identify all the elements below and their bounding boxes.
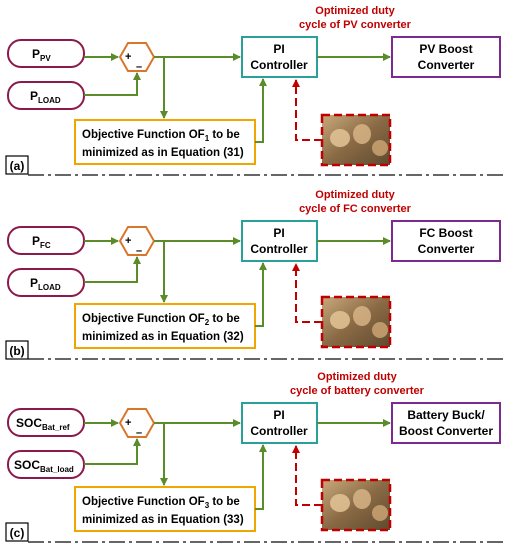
objective-function-box [74,119,256,165]
objective-line-1: Objective Function OF1 to be [82,129,240,143]
photo-animal-1 [330,311,350,329]
photo-animal-3 [372,322,388,338]
objective-line-2: minimized as in Equation (33) [82,514,244,526]
input-2-label: PLOAD [30,89,61,105]
panel-b: PFC PLOAD + – PI Controller FC Boost Con… [5,189,504,360]
panel-a: PPV PLOAD + – PI Controller PV Boost Con… [5,5,504,176]
photo-animal-2 [353,489,371,509]
converter-box [391,220,501,262]
converter-label-2: Boost Converter [399,424,493,438]
objective-line-1: Objective Function OF3 to be [82,496,240,510]
objective-function-box [74,486,256,532]
optimized-label-1: Optimized duty [315,5,395,17]
panel-label-box [5,340,29,360]
sum-minus-sign: – [136,245,142,257]
pi-controller-label-1: PI [273,42,284,56]
panel-label: (b) [9,344,24,358]
arrow-input-2-to-sum [84,72,141,96]
optimized-label-1: Optimized duty [317,371,397,383]
arrow-objective-to-pi [255,78,267,143]
converter-box [391,36,501,78]
converter-box [391,402,501,444]
photo-animal-1 [330,129,350,147]
input-1-label: SOCBat_ref [16,416,70,432]
converter-label-1: Battery Buck/ [407,408,485,422]
panel-label-box [5,522,29,542]
pi-controller-label-2: Controller [250,58,308,72]
panel-c: SOCBat_ref SOCBat_load + – PI Controller… [5,371,504,543]
arrow-optimizer-to-pi [292,79,322,141]
input-1-label: PPV [32,47,51,63]
objective-line-1: Objective Function OF2 to be [82,313,240,327]
input-2-label: SOCBat_load [14,458,74,474]
panel-label-box [5,155,29,175]
photo-animal-3 [372,140,388,156]
sum-minus-sign: – [136,427,142,439]
arrow-input-2-to-sum [84,438,141,465]
photo-animal-2 [353,124,371,144]
sum-plus-sign: + [125,51,131,63]
converter-label-1: FC Boost [419,226,472,240]
pi-controller-label-2: Controller [250,242,308,256]
arrow-optimizer-to-pi [292,263,322,323]
arrow-objective-to-pi [255,444,267,510]
converter-label-2: Converter [418,242,475,256]
objective-line-2: minimized as in Equation (31) [82,147,244,159]
panel-label: (a) [10,159,25,173]
optimized-label-2: cycle of FC converter [299,203,412,215]
panel-label: (c) [10,526,25,540]
arrow-optimizer-to-pi [292,445,322,506]
sum-plus-sign: + [125,235,131,247]
sum-plus-sign: + [125,417,131,429]
input-2-label: PLOAD [30,276,61,292]
photo-animal-2 [353,306,371,326]
photo-animal-3 [372,505,388,521]
pi-controller-label-1: PI [273,226,284,240]
optimized-label-2: cycle of battery converter [290,385,425,397]
arrow-input-2-to-sum [84,256,141,283]
input-1-label: PFC [32,234,51,250]
objective-line-2: minimized as in Equation (32) [82,331,244,343]
photo-animal-1 [330,494,350,512]
pi-controller-label-2: Controller [250,424,308,438]
input-1-box [7,39,85,68]
converter-label-2: Converter [418,58,475,72]
converter-label-1: PV Boost [419,42,472,56]
optimized-label-2: cycle of PV converter [299,19,412,31]
sum-minus-sign: – [136,61,142,73]
optimized-label-1: Optimized duty [315,189,395,201]
arrow-objective-to-pi [255,262,267,327]
pi-controller-label-1: PI [273,408,284,422]
